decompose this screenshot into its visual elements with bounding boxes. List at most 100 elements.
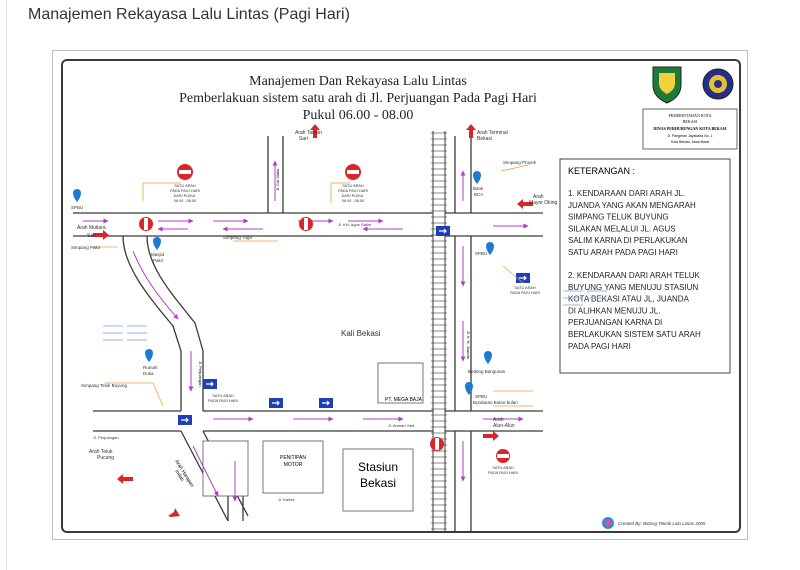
railway xyxy=(431,131,447,531)
agency-box: PEMERINTAHAN KOTA BEKASI DINAS PERHUBUNG… xyxy=(642,108,738,150)
left-rule xyxy=(6,0,7,570)
pin-icon xyxy=(153,237,161,250)
city-logo xyxy=(652,66,682,104)
label-penitipan: PENITIPAN xyxy=(280,455,306,461)
sign-caption-line: PADA PAGI HARI xyxy=(510,291,540,295)
text-line: SIMPANG TELUK BUYUNG xyxy=(568,213,669,222)
pin-icon xyxy=(486,242,494,255)
dishub-logo xyxy=(702,68,734,100)
label-jl-agus-salim: Jl. KH. Agus Salim xyxy=(338,222,372,227)
no-entry-icon xyxy=(139,217,153,231)
page-title: Manajemen Rekayasa Lalu Lintas (Pagi Har… xyxy=(28,6,350,23)
label-kali-bekasi: Kali Bekasi xyxy=(341,329,381,338)
pin-icon xyxy=(465,382,473,395)
pin-icon xyxy=(73,189,81,202)
one-way-icon xyxy=(269,398,283,408)
one-way-icon xyxy=(178,415,192,425)
sign-caption-line: 06.00 - 08.00 xyxy=(342,199,364,203)
sign-caption-line: PADA PAGI HARI xyxy=(208,399,238,403)
label-simpang-proyek: Simpang Proyek xyxy=(503,160,537,165)
no-entry-icon xyxy=(299,217,313,231)
one-way-signs xyxy=(178,226,530,425)
agency-line-3: DINAS PERHUBUNGAN KOTA BEKASI xyxy=(653,126,727,131)
label-arah-teluk-pucung-2: Pucung xyxy=(97,455,114,461)
label-jl-kartini: Jl. Kartini xyxy=(278,497,295,502)
no-entry-icon xyxy=(430,437,444,451)
direction-arrows xyxy=(93,124,533,517)
sign-caption-line: SATU ARAH xyxy=(174,184,195,188)
label-arah-mutiara: Arah Mutiara xyxy=(77,225,106,231)
text-line: PERJUANGAN KARNA DI xyxy=(568,318,662,327)
sign-caption-line: SATU ARAH xyxy=(212,394,233,398)
label-jl-perjuangan-2: Jl. Perjuangan xyxy=(198,361,203,387)
agency-line-4: Jl. Pangeran Jayakarta No. 1 xyxy=(667,134,712,138)
label-jl-cut-mutia: Jl. Cut Mutia xyxy=(275,168,280,191)
label-stasiun: Stasiun xyxy=(358,460,398,474)
sign-caption-line: PADA PAGI HARI xyxy=(488,471,518,475)
label-penitipan-2: MOTOR xyxy=(284,462,303,468)
text-line: 1. KENDARAAN DARI ARAH JL. xyxy=(568,189,685,198)
no-entry-icon xyxy=(496,449,510,463)
label-arah-harapan-indah-2: Indah xyxy=(173,469,185,483)
legend-box: KETERANGAN : 1. KENDARAAN DARI ARAH JL. J… xyxy=(559,158,731,374)
text-line: BERLAKUKAN SISTEM SATU ARAH xyxy=(568,330,701,339)
road-network xyxy=(73,136,543,531)
agency-line-1: PEMERINTAHAN KOTA xyxy=(668,113,711,118)
label-bank-bca: Bank xyxy=(473,186,484,191)
label-arah-taman-sari-2: Sari xyxy=(299,136,308,142)
no-entry-icon xyxy=(177,164,193,180)
sign-caption-line: 06.00 - 08.00 xyxy=(174,199,196,203)
text-line: PADA PAGI HARI xyxy=(568,342,631,351)
text-line: SALIM KARNA DI PERLAKUKAN xyxy=(568,236,688,245)
label-arah-teluk-pucung: Arah Teluk xyxy=(89,449,113,455)
text-line: DI ALIHKAN MENUJU JL. xyxy=(568,306,660,315)
label-arah-taman-sari: Arah Taman xyxy=(295,130,322,136)
label-bundaran: Bundaran Bulan-bulan xyxy=(473,400,518,405)
buildings xyxy=(202,362,424,512)
callout-lines xyxy=(93,164,533,407)
sign-caption-line: PADA PAGI HARI xyxy=(338,189,368,193)
label-rumah-duka-2: Duka xyxy=(143,371,154,376)
map-canvas: Manajemen Dan Rekayasa Lalu Lintas Pembe… xyxy=(61,59,741,533)
legend-heading: KETERANGAN : xyxy=(568,166,635,176)
traffic-map: Manajemen Dan Rekayasa Lalu Lintas Pembe… xyxy=(71,66,738,531)
river-marks xyxy=(103,290,607,341)
label-arah-mayor-oking: Arah xyxy=(533,194,544,200)
sign-caption-line: SATU ARAH xyxy=(342,184,363,188)
text-line: KOTA BEKASI ATAU JL, JUANDA xyxy=(568,295,690,304)
one-way-icon xyxy=(203,379,217,389)
label-jl-juanda: Jl. Ir. H. Juanda xyxy=(466,331,471,360)
label-arah-mayor-oking-2: Mayor Oking xyxy=(529,200,558,206)
label-masjid: Masjid xyxy=(151,252,165,257)
label-bank-bca-2: BCA xyxy=(474,192,483,197)
label-masjid-2: Pakir xyxy=(153,258,164,263)
one-way-icon xyxy=(436,226,450,236)
legend-item-1: 1. KENDARAAN DARI ARAH JL. JUANDA YANG AK… xyxy=(568,189,696,257)
label-simpang-pakir: Simpang Pakir xyxy=(71,245,101,250)
label-spbu-1: SPBU xyxy=(71,205,83,210)
label-arah-alun: Arah xyxy=(493,417,504,423)
map-title-1: Manajemen Dan Rekayasa Lalu Lintas xyxy=(249,74,467,89)
label-rumah-duka: Rumah xyxy=(143,365,158,370)
label-spbu-2: SPBU xyxy=(475,251,487,256)
no-entry-icon xyxy=(345,164,361,180)
one-way-icon xyxy=(319,398,333,408)
text-line: JUANDA YANG AKAN MENGARAH xyxy=(568,201,696,210)
label-jl-ahmad-yani: Jl. Ahmad Yani xyxy=(388,423,414,428)
pin-icon xyxy=(145,349,153,362)
location-pins xyxy=(73,171,494,395)
text-line: SILAKAN MELALUI JL. AGUS xyxy=(568,224,676,233)
text-line: 2. KENDARAAN DARI ARAH TELUK xyxy=(568,271,701,280)
label-arah-mutiara-2: Sari xyxy=(87,233,96,239)
sign-caption-line: SATU ARAH xyxy=(514,286,535,290)
no-entry-signs xyxy=(139,164,510,463)
map-labels: Arah Taman Sari Arah Terminal Bekasi Ara… xyxy=(71,130,706,526)
sign-caption-line: DARI PUKUL xyxy=(174,194,197,198)
agency-line-2: BEKASI xyxy=(683,119,698,124)
sign-caption-line: DARI PUKUL xyxy=(342,194,365,198)
label-arah-terminal-2: Bekasi xyxy=(477,136,492,142)
sign-caption-line: SATU ARAH xyxy=(492,466,513,470)
label-spbu-3: SPBU xyxy=(475,394,487,399)
